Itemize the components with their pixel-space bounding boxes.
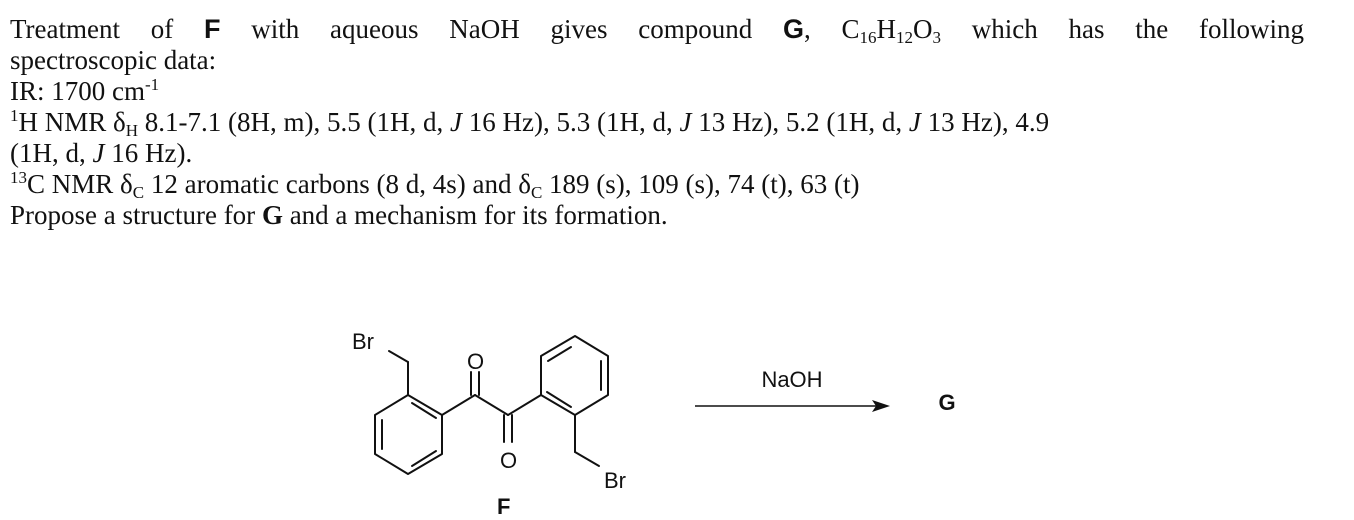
compound-g-label-group: G,	[783, 14, 811, 45]
right-ring-double-bond	[546, 391, 572, 408]
word: gives	[550, 14, 608, 44]
aryl-carbonyl-bond-left	[441, 394, 476, 416]
reaction-scheme: Br O O Br F NaOH G	[352, 329, 956, 519]
question-text: Treatment of F with aqueous NaOH gives c…	[10, 14, 1304, 231]
compound-f-label: F	[204, 14, 221, 44]
left-benzene-ring	[374, 394, 443, 475]
word: which	[971, 14, 1038, 44]
molecular-formula: C16H12O3	[841, 14, 942, 47]
h-nmr-data-line-2: (1H, d, J 16 Hz).	[10, 138, 193, 168]
right-c-br-bond	[574, 451, 600, 467]
right-benzene-ring	[540, 335, 609, 416]
oxygen-label-bottom: O	[500, 448, 517, 473]
product-label-g: G	[938, 390, 955, 415]
word: has	[1068, 14, 1105, 44]
reagent-label: NaOH	[761, 367, 822, 392]
question-line-2: spectroscopic data:	[10, 45, 217, 75]
word: Treatment	[10, 14, 120, 44]
right-ring-double-bond	[547, 346, 572, 362]
left-c-br-bond	[388, 350, 409, 363]
reaction-arrow-head	[872, 400, 890, 412]
compound-f-structure	[374, 335, 609, 475]
carbonyl-carbonyl-bond	[474, 394, 509, 416]
question-line-1: Treatment of F with aqueous NaOH gives c…	[10, 14, 1304, 47]
word: with	[251, 14, 300, 44]
word: aqueous	[330, 14, 419, 44]
reactant-label-f: F	[497, 494, 510, 519]
word: NaOH	[449, 14, 520, 44]
aryl-carbonyl-bond-right	[507, 394, 542, 416]
oxygen-label-top: O	[467, 349, 484, 374]
left-ring-double-bond	[411, 450, 437, 467]
bromine-label-bottom: Br	[604, 468, 626, 493]
left-ring-double-bond	[411, 402, 437, 419]
word: following	[1199, 14, 1304, 44]
word: the	[1135, 14, 1169, 44]
comma: ,	[804, 14, 811, 44]
bromine-label-top: Br	[352, 329, 374, 354]
task-instruction: Propose a structure for G and a mechanis…	[10, 200, 668, 230]
compound-g-label: G	[782, 14, 804, 44]
c-nmr-data: 13C NMR δC 12 aromatic carbons (8 d, 4s)…	[10, 168, 860, 202]
h-nmr-data-line-1: 1H NMR δH 8.1-7.1 (8H, m), 5.5 (1H, d, J…	[10, 106, 1050, 140]
ir-data: IR: 1700 cm-1	[10, 75, 160, 106]
word: compound	[638, 14, 753, 44]
word: of	[150, 14, 174, 44]
